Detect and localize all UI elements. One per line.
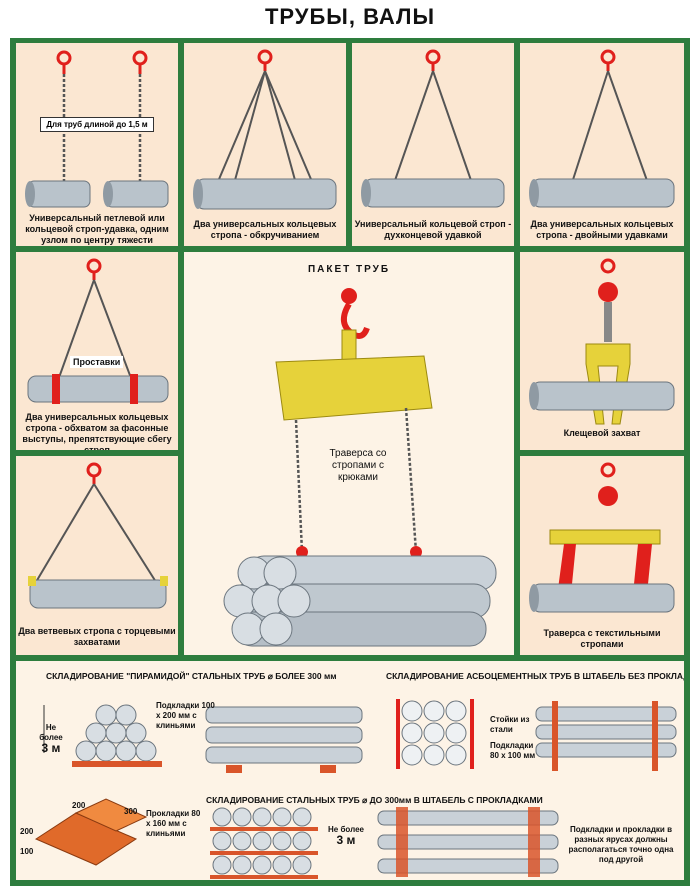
steel-height-text: Не более <box>328 825 364 834</box>
caption-double-hitch: Два универсальных кольцевых стропа - дво… <box>530 219 674 240</box>
steel-pads-label: Прокладки 80 х 160 мм с клиньями <box>146 809 201 838</box>
cell-choke-loop: Для труб длиной до 1,5 м Универсальный п… <box>16 43 178 246</box>
hook-icon <box>56 50 72 74</box>
wood-pad <box>34 798 148 866</box>
textile-traverse-illustration <box>529 462 675 613</box>
hook-icon <box>86 258 102 280</box>
dimension-200-label: 200 <box>72 801 86 810</box>
double-choke-illustration <box>361 49 505 208</box>
hook-icon <box>340 288 370 339</box>
caption-spacers: Два универсальных кольцевых стропа - обх… <box>22 412 172 450</box>
steel-height-label: Не более 3 м <box>328 825 364 847</box>
hook-icon <box>257 49 273 71</box>
choke-loop-illustration <box>25 50 169 208</box>
cell-double-hitch: Два универсальных кольцевых стропа - дво… <box>520 43 684 246</box>
caption-choke-loop: Универсальный петлевой или кольцевой стр… <box>25 213 169 245</box>
hook-icon <box>425 49 441 71</box>
cell-two-wrap: Два универсальных кольцевых стропа - обк… <box>184 43 346 246</box>
caption-textile-traverse: Траверса с текстильными стропами <box>543 628 661 649</box>
pipe-bundle-illustration <box>223 288 497 647</box>
pyramid-height-value: 3 м <box>41 741 61 755</box>
two-wrap-illustration <box>193 49 337 210</box>
traverse-label: Траверса со стропами с крюками <box>329 448 387 483</box>
caption-end-grips: Два ветвевых стропа с торцевыми захватам… <box>18 626 176 647</box>
hook-icon <box>86 462 102 484</box>
caption-clamp-grip: Клещевой захват <box>563 428 641 438</box>
cell-pipe-bundle: ПАКЕТ ТРУБ Трав <box>184 252 514 655</box>
caption-double-choke: Универсальный кольцевой строп - духконце… <box>354 219 512 240</box>
poster-frame: Для труб длиной до 1,5 м Универсальный п… <box>10 38 690 886</box>
pyramid-height-text: Не более <box>39 723 63 742</box>
storage-section: СКЛАДИРОВАНИЕ "ПИРАМИДОЙ" СТАЛЬНЫХ ТРУБ … <box>16 661 684 880</box>
hook-icon <box>598 462 618 506</box>
steel-note: Подкладки и прокладки в разных ярусах до… <box>568 825 674 864</box>
pipe-bundle-title: ПАКЕТ ТРУБ <box>307 264 391 275</box>
steel-header: СКЛАДИРОВАНИЕ СТАЛЬНЫХ ТРУБ ⌀ ДО 300мм В… <box>206 795 543 805</box>
storage-illustrations <box>34 699 677 879</box>
steel-stack <box>212 807 312 875</box>
hook-icon <box>132 50 148 74</box>
dimension-200b-label: 200 <box>20 827 34 836</box>
double-hitch-illustration <box>529 49 675 208</box>
page-title: ТРУБЫ, ВАЛЫ <box>264 4 435 29</box>
asbestos-pads-label: Подкладки 80 х 100 мм <box>490 741 536 760</box>
cell-double-choke: Универсальный кольцевой строп - духконце… <box>352 43 514 246</box>
end-grips-illustration <box>28 462 168 609</box>
pipe-length-sign: Для труб длиной до 1,5 м <box>40 117 154 132</box>
cell-clamp-grip: Клещевой захват <box>520 252 684 450</box>
asbestos-posts-label: Стойки из стали <box>490 715 530 734</box>
cell-end-grips: Два ветвевых стропа с торцевыми захватам… <box>16 456 178 655</box>
hook-icon <box>598 258 618 302</box>
asbestos-stack <box>401 700 467 766</box>
pyramid-height-label: Не более 3 м <box>36 723 66 755</box>
pyramid-stack <box>75 704 157 762</box>
steel-height-value: 3 м <box>336 833 356 847</box>
asbestos-header: СКЛАДИРОВАНИЕ АСБОЦЕМЕНТНЫХ ТРУБ В ШТАБЕ… <box>386 671 684 681</box>
dimension-100-label: 100 <box>20 847 34 856</box>
clamp-grip-illustration <box>529 258 675 425</box>
caption-two-wrap: Два универсальных кольцевых стропа - обк… <box>193 219 337 240</box>
pyramid-pads-label: Подкладки 100 х 200 мм с клиньями <box>156 701 215 730</box>
spacers-illustration <box>27 258 169 404</box>
pyramid-header: СКЛАДИРОВАНИЕ "ПИРАМИДОЙ" СТАЛЬНЫХ ТРУБ … <box>46 671 337 681</box>
cell-spacers: Проставки Два универсальных кольцевых ст… <box>16 252 178 450</box>
dimension-300-label: 300 <box>124 807 138 816</box>
pipe-stack <box>223 555 497 647</box>
hook-icon <box>600 49 616 71</box>
cell-textile-traverse: Траверса с текстильными стропами <box>520 456 684 655</box>
spacers-label: Проставки <box>70 356 124 368</box>
